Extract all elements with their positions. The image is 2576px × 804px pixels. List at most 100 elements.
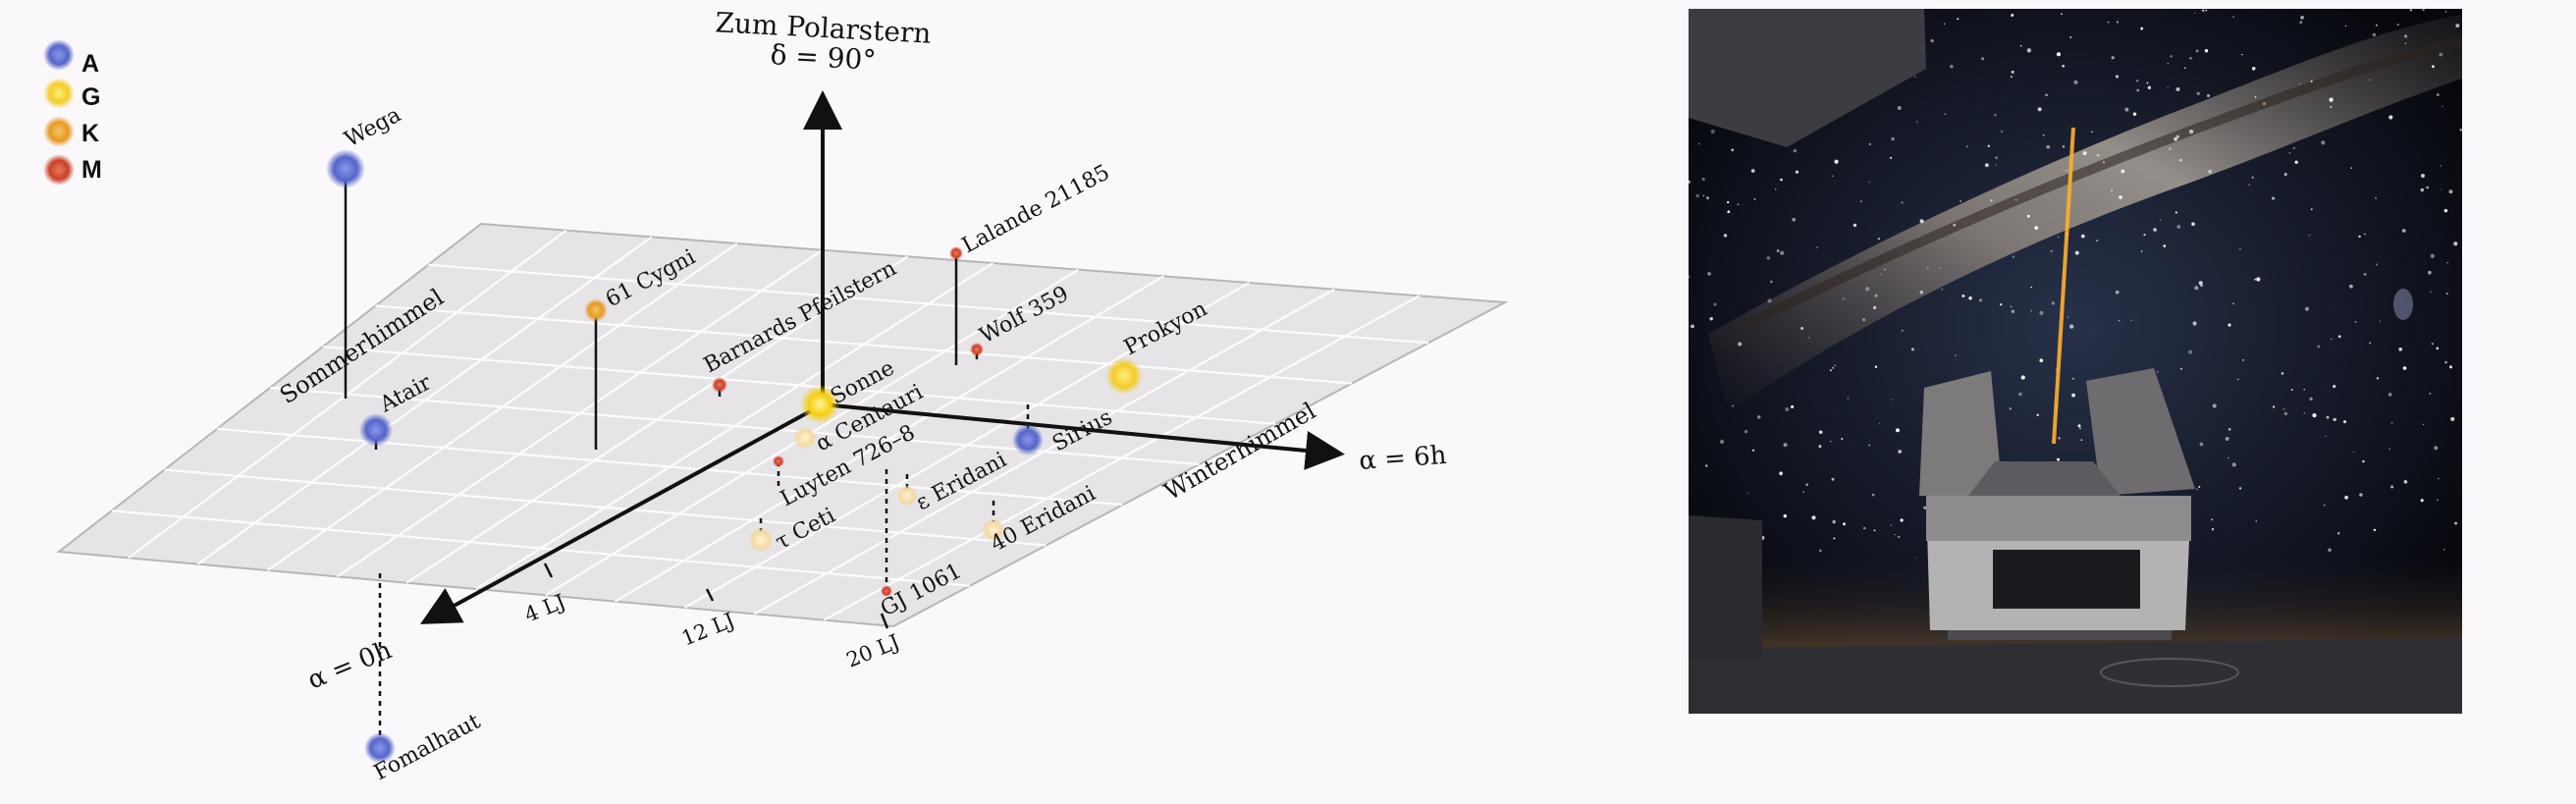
photo-star (2212, 403, 2217, 408)
photo-star (1896, 428, 1900, 433)
legend-label-k: K (81, 120, 99, 147)
photo-star (2073, 80, 2078, 84)
photo-star (2042, 134, 2045, 136)
photo-star (2283, 173, 2287, 177)
photo-star (2445, 292, 2448, 295)
photo-star (2111, 56, 2115, 60)
photo-star (1959, 200, 1961, 202)
legend-swatch-g (43, 78, 75, 109)
photo-star (1818, 430, 1823, 435)
photo-star (2436, 93, 2440, 97)
photo-star (1697, 142, 1700, 145)
star-tceti[interactable] (748, 527, 774, 553)
photo-star (1731, 148, 1735, 152)
photo-star (2363, 272, 2367, 276)
photo-star (1792, 217, 1797, 222)
photo-star (1793, 148, 1798, 153)
stars (326, 149, 1143, 764)
photo-star (1780, 178, 1783, 182)
legend-item-k: K (43, 116, 99, 147)
star-wega[interactable] (326, 149, 365, 188)
photo-star (1968, 296, 1972, 300)
photo-star (2115, 290, 2120, 295)
photo-star (1811, 515, 1816, 520)
photo-star (2232, 302, 2234, 305)
axis-up-subtitle: δ = 90° (770, 38, 877, 77)
photo-star (2227, 427, 2231, 431)
photo-star (2010, 305, 2012, 308)
photo-star (2118, 319, 2120, 322)
photo-star (2358, 235, 2361, 239)
photo-star (1732, 404, 1734, 407)
photo-star (2130, 319, 2132, 321)
photo-star (2066, 316, 2069, 318)
photo-star (2091, 131, 2093, 133)
photo-star (2153, 228, 2157, 232)
photo-star (1841, 438, 1844, 440)
legend-item-m: M (43, 154, 102, 186)
photo-star (2176, 225, 2181, 229)
photo-star (1832, 366, 1835, 369)
star-fomalhaut[interactable] (364, 732, 396, 764)
star-sirius[interactable] (1012, 424, 1044, 456)
axis-front-label: α = 0h (303, 635, 396, 695)
photo-milky-way (1708, 15, 2462, 412)
photo-star (2026, 214, 2030, 218)
photo-star (2369, 342, 2372, 345)
legend: A G K M (43, 39, 102, 186)
photo-star (1897, 535, 1901, 539)
star-cygni[interactable] (584, 298, 608, 322)
photo-star (2330, 105, 2333, 109)
photo-star (2011, 70, 2014, 74)
photo-star (2020, 375, 2025, 380)
star-barnard[interactable] (712, 377, 727, 393)
photo-star (2071, 393, 2075, 398)
photo-star (2205, 9, 2208, 12)
photo-star (2310, 80, 2313, 82)
star-gj1061[interactable] (881, 585, 892, 597)
photo-star (2272, 405, 2276, 408)
photo-star (1702, 194, 1705, 197)
star-sonne[interactable] (800, 385, 839, 424)
photo-star (2074, 250, 2079, 255)
star-luyten[interactable] (773, 456, 784, 467)
photo-star (1775, 188, 1777, 190)
star-eeridani[interactable] (896, 485, 918, 507)
legend-label-m: M (81, 156, 102, 184)
photo-star (2237, 378, 2239, 381)
photo-star (2299, 21, 2303, 25)
photo-star (2326, 415, 2330, 419)
photo-star (2191, 222, 2195, 226)
star-acentauri[interactable] (793, 426, 817, 450)
photo-star (2420, 188, 2425, 192)
photo-star (1894, 533, 1896, 536)
photo-star (2136, 88, 2140, 92)
photo-star (2303, 389, 2305, 391)
photo-star (2077, 424, 2081, 428)
star-eridani40[interactable] (982, 518, 1005, 542)
photo-star (2429, 392, 2432, 395)
photo-star (2096, 153, 2100, 157)
photo-star (2293, 147, 2295, 149)
photo-star (2448, 365, 2453, 369)
star-lalande[interactable] (949, 246, 963, 260)
photo-star (1783, 513, 1788, 518)
photo-star (2096, 240, 2098, 241)
photo-star (1689, 275, 1690, 279)
photo-star (2432, 65, 2435, 69)
photo-star (1705, 464, 1708, 467)
photo-star (2426, 186, 2429, 189)
photo-star (2050, 249, 2053, 253)
star-altair[interactable] (359, 413, 393, 447)
photo-star (2404, 42, 2406, 44)
star-wolf[interactable] (970, 343, 984, 356)
star-prokyon[interactable] (1105, 357, 1143, 395)
photo-star (2331, 338, 2333, 341)
photo-star (2034, 226, 2039, 231)
photo-star (2342, 420, 2347, 424)
photo-star (1890, 156, 1893, 159)
photo-star (2014, 198, 2017, 201)
legend-swatch-a (43, 39, 75, 71)
legend-swatch-m (43, 154, 75, 186)
photo-star (1800, 327, 1804, 330)
